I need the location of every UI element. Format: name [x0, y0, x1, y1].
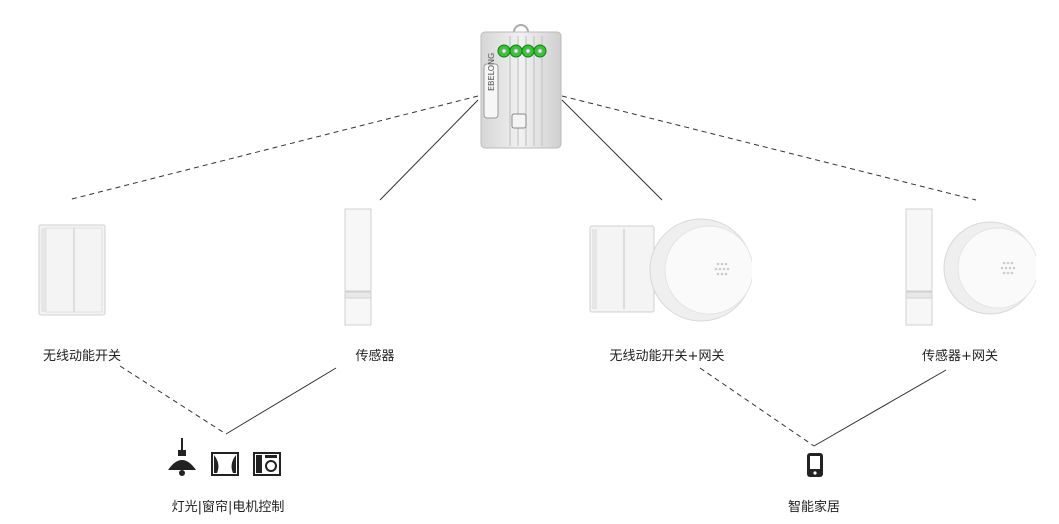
switch-gateway-image	[588, 214, 754, 334]
hub-brand: EBELONG	[487, 53, 496, 91]
curtain-icon	[211, 452, 239, 480]
motor-icon	[253, 452, 281, 480]
label-smart-home: 智能家居	[787, 500, 841, 515]
link-hub-sensor	[379, 99, 479, 201]
link-sensor-gateway-to-home	[813, 369, 947, 447]
link-switch-to-lighting	[119, 365, 227, 435]
label-wireless-switch: 无线动能开关	[42, 349, 122, 364]
lamp-icon	[166, 438, 198, 482]
link-hub-sensor-gateway	[561, 95, 977, 201]
link-sensor-to-lighting	[225, 367, 337, 435]
label-lighting-curtain-motor: 灯光|窗帘|电机控制	[171, 500, 285, 515]
phone-icon	[806, 452, 824, 482]
link-hub-wireless-switch	[67, 95, 479, 201]
sensor-gateway-image	[902, 208, 1039, 330]
label-sensor-gateway: 传感器+网关	[922, 349, 998, 364]
pair-button	[511, 113, 527, 129]
label-switch-gateway: 无线动能开关+网关	[609, 349, 725, 364]
link-hub-switch-gateway	[561, 99, 663, 201]
relay-module: EBELONG	[478, 22, 564, 154]
label-sensor: 传感器	[355, 349, 395, 364]
wireless-switch-image	[38, 224, 108, 320]
door-sensor-image	[344, 208, 374, 330]
link-switch-gateway-to-home	[699, 367, 815, 447]
